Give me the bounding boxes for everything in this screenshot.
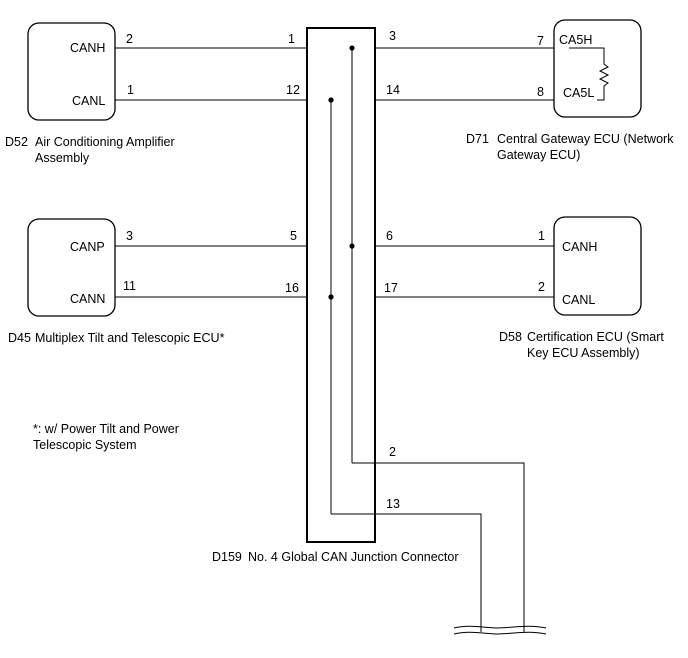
pin-j-3: 3 (389, 29, 396, 43)
d58-canh-label: CANH (562, 240, 597, 254)
pin-j-13: 13 (386, 497, 400, 511)
splice-dot-can-l-lower (328, 294, 334, 300)
wire-break-symbol-lower (453, 631, 547, 635)
d45-canp-label: CANP (70, 240, 105, 254)
d71-ecu-box (553, 19, 642, 118)
pin-d52-canh: 2 (126, 32, 133, 46)
wire-j-13-outgoing (331, 513, 482, 632)
wire-j-2-outgoing (352, 462, 525, 632)
pin-d52-canl: 1 (127, 83, 134, 97)
d52-code: D52 (5, 135, 28, 149)
d71-ca5h-label: CA5H (559, 33, 592, 47)
d71-name-line1: Central Gateway ECU (Network (497, 132, 674, 146)
d45-cann-label: CANN (70, 292, 105, 306)
pin-j-12: 12 (286, 83, 300, 97)
d159-name: No. 4 Global CAN Junction Connector (248, 550, 459, 564)
splice-dot-can-h-upper (349, 45, 355, 51)
d45-code: D45 (8, 331, 31, 345)
pin-d58-canh: 1 (538, 229, 545, 243)
d58-canl-label: CANL (562, 293, 595, 307)
d159-code: D159 (212, 550, 242, 564)
d58-code: D58 (499, 330, 522, 344)
d71-ca5l-label: CA5L (563, 86, 594, 100)
pin-j-17: 17 (384, 281, 398, 295)
d52-name-line2: Assembly (35, 151, 90, 165)
d58-name-line1: Certification ECU (Smart (527, 330, 664, 344)
d45-ecu-box (27, 218, 116, 317)
pin-d45-canp: 3 (126, 229, 133, 243)
d71-code: D71 (466, 132, 489, 146)
pin-d71-ca5l: 8 (537, 85, 544, 99)
pin-j-16: 16 (285, 281, 299, 295)
pin-d45-cann: 11 (123, 279, 136, 293)
d52-canh-label: CANH (70, 41, 105, 55)
d71-termination-resistor-icon (569, 47, 610, 101)
footnote-line1: *: w/ Power Tilt and Power (33, 422, 179, 436)
d52-ecu-box (27, 22, 116, 121)
d58-name-line2: Key ECU Assembly) (527, 346, 640, 360)
splice-dot-can-h-lower (349, 243, 355, 249)
pin-j-14: 14 (386, 83, 400, 97)
pin-d71-ca5h: 7 (537, 34, 544, 48)
d52-name-line1: Air Conditioning Amplifier (35, 135, 175, 149)
pin-j-6: 6 (386, 229, 393, 243)
d45-name: Multiplex Tilt and Telescopic ECU* (35, 331, 225, 345)
pin-j-2: 2 (389, 445, 396, 459)
d71-name-line2: Gateway ECU) (497, 148, 580, 162)
footnote-line2: Telescopic System (33, 438, 137, 452)
pin-j-1: 1 (288, 32, 295, 46)
pin-j-5: 5 (290, 229, 297, 243)
d58-ecu-box (553, 216, 642, 316)
d52-canl-label: CANL (72, 94, 105, 108)
junction-connector-box (306, 27, 376, 543)
splice-dot-can-l-upper (328, 97, 334, 103)
wire-break-symbol-upper (453, 625, 547, 629)
pin-d58-canl: 2 (538, 280, 545, 294)
